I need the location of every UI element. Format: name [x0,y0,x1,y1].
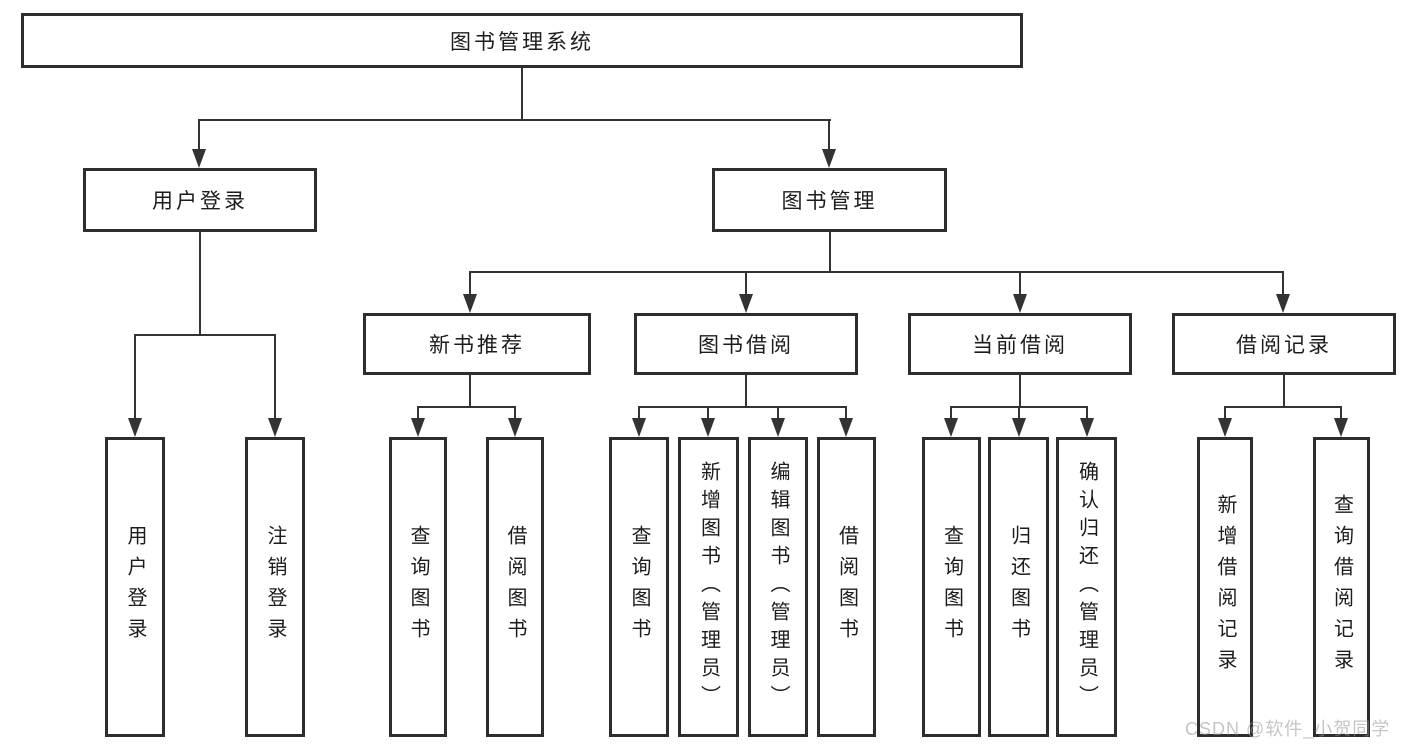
connector-drop-book-mgmt [828,119,830,152]
node-borrowing-records: 借阅记录 [1172,313,1396,375]
connector-rcd-bar [1224,406,1342,408]
node-label: 借阅图书 [835,525,858,649]
node-label: 图书管理系统 [450,30,594,54]
connector-bor-bar [638,406,847,408]
leaf-bor-add-books-admin: 新增图书（管理员） [678,437,739,737]
leaf-rcd-query-record: 查询借阅记录 [1313,437,1370,737]
arrow-cur-query [944,418,958,437]
arrow-rcd-query [1334,418,1348,437]
arrow-bor-add [701,418,715,437]
node-label: 确认归还（管理员） [1075,461,1098,713]
connector-user-stub [199,232,201,335]
leaf-user-login: 用户登录 [105,437,165,737]
arrow-bor-edit [771,418,785,437]
connector-drop-cur-query [950,406,952,420]
node-book-borrowing: 图书借阅 [634,313,858,375]
arrow-cur-return [1012,418,1026,437]
connector-drop-borrow-records [1282,271,1284,295]
connector-drop-current-borrow [1019,271,1021,295]
node-new-book-recommend: 新书推荐 [363,313,591,375]
node-label: 查询图书 [407,525,429,649]
leaf-rcd-add-record: 新增借阅记录 [1197,437,1253,737]
node-label: 新增借阅记录 [1214,494,1236,680]
node-label: 借阅图书 [504,525,526,649]
node-label: 新书推荐 [429,334,525,357]
csdn-watermark: CSDN @软件_小贺同学 [1185,719,1391,739]
connector-rec-stub [469,375,471,407]
node-label: 注销登录 [264,525,286,649]
arrow-book-borrow [739,294,753,313]
node-label: 图书借阅 [698,334,794,357]
node-label: 图书管理 [781,190,878,213]
leaf-logout: 注销登录 [245,437,305,737]
node-book-management: 图书管理 [712,168,947,232]
connector-drop-rec-query [417,406,419,420]
arrow-new-book-rec [463,294,477,313]
connector-root-bar [198,119,831,121]
connector-cur-stub [1019,375,1021,407]
leaf-bor-borrow-books: 借阅图书 [817,437,876,737]
arrow-user-login [192,149,206,168]
connector-drop-rcd-add [1224,406,1226,420]
arrow-borrow-records [1276,294,1290,313]
connector-drop-book-borrow [745,271,747,295]
arrow-user-login-leaf [128,418,142,437]
node-label: 用户登录 [124,525,146,649]
arrow-rec-borrow [508,418,522,437]
node-user-login: 用户登录 [83,168,317,232]
node-label: 借阅记录 [1236,334,1332,357]
node-label: 归还图书 [1007,525,1030,649]
connector-drop-new-book-rec [469,271,471,295]
leaf-cur-confirm-return-admin: 确认归还（管理员） [1056,437,1117,737]
connector-rcd-stub [1283,375,1285,407]
arrow-rec-query [411,418,425,437]
arrow-current-borrow [1013,294,1027,313]
node-label: 当前借阅 [972,334,1068,357]
connector-drop-logout-leaf [274,334,276,419]
leaf-cur-query-books: 查询图书 [922,437,981,737]
leaf-bor-edit-books-admin: 编辑图书（管理员） [748,437,808,737]
connector-drop-cur-confirm [1086,406,1088,420]
node-label: 新增图书（管理员） [697,461,720,713]
node-current-borrowing: 当前借阅 [908,313,1132,375]
connector-mgmt-stub [829,232,831,272]
connector-drop-cur-return [1018,406,1020,420]
node-label: 查询图书 [628,525,650,649]
connector-user-bar [134,334,276,336]
leaf-rec-query-books: 查询图书 [389,437,447,737]
connector-drop-bor-add [707,406,709,420]
arrow-logout-leaf [268,418,282,437]
connector-drop-bor-edit [777,406,779,420]
node-label: 编辑图书（管理员） [767,461,789,713]
connector-drop-rec-borrow [514,406,516,420]
arrow-book-mgmt [822,149,836,168]
connector-bor-stub [745,375,747,407]
arrow-cur-confirm [1080,418,1094,437]
leaf-rec-borrow-books: 借阅图书 [486,437,544,737]
arrow-rcd-add [1218,418,1232,437]
connector-rec-bar [417,406,516,408]
connector-drop-user-login-leaf [134,334,136,419]
connector-drop-bor-query [638,406,640,420]
arrow-bor-borrow [839,418,853,437]
node-library-management-system: 图书管理系统 [21,13,1023,68]
connector-drop-user-login [198,119,200,152]
connector-drop-rcd-query [1340,406,1342,420]
leaf-bor-query-books: 查询图书 [609,437,669,737]
node-label: 用户登录 [152,190,248,213]
connector-drop-bor-borrow [845,406,847,420]
connector-root-stub [521,68,523,120]
leaf-cur-return-books: 归还图书 [988,437,1049,737]
arrow-bor-query [632,418,646,437]
node-label: 查询借阅记录 [1330,494,1353,680]
connector-mgmt-bar [469,271,1284,273]
node-label: 查询图书 [940,525,963,649]
